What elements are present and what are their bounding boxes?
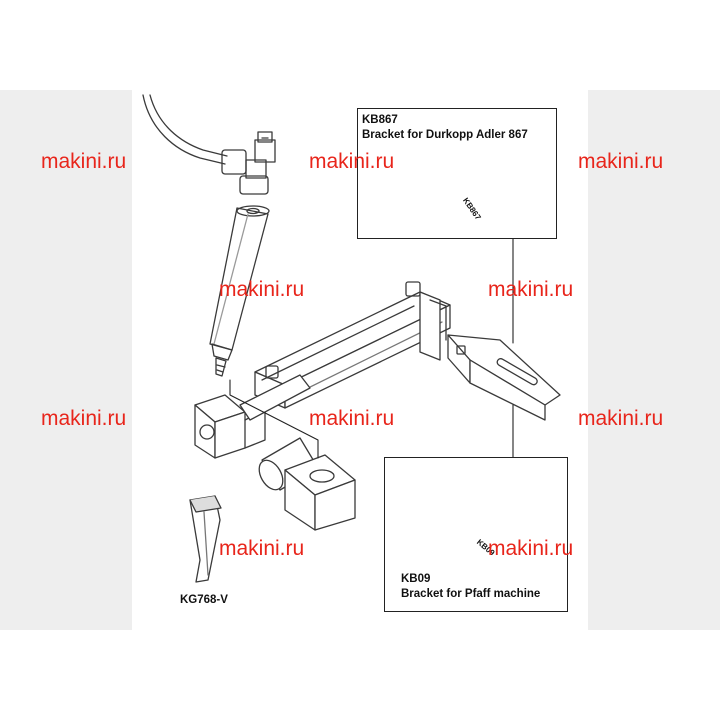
air-cylinder	[209, 205, 270, 377]
watermark: makini.ru	[488, 537, 574, 560]
watermark: makini.ru	[41, 407, 127, 430]
watermark: makini.ru	[578, 407, 664, 430]
watermark: makini.ru	[309, 150, 395, 173]
kb09-code: KB09	[401, 573, 431, 585]
watermark: makini.ru	[578, 150, 664, 173]
kb867-callout-box	[357, 108, 557, 239]
watermark: makini.ru	[219, 537, 305, 560]
watermark: makini.ru	[309, 407, 395, 430]
kb09-description: Bracket for Pfaff machine	[401, 588, 541, 600]
leader-lines	[229, 235, 514, 459]
kb867-code: KB867	[362, 114, 398, 126]
kb09-callout-box	[384, 457, 568, 612]
vertical-arm	[419, 291, 447, 361]
air-hose	[142, 94, 228, 165]
watermark: makini.ru	[41, 150, 127, 173]
watermark: makini.ru	[488, 278, 574, 301]
blade	[189, 495, 222, 583]
kb867-description: Bracket for Durkopp Adler 867	[362, 129, 528, 141]
elbow-fitting	[221, 131, 276, 195]
lower-block	[258, 437, 356, 531]
kg768-label: KG768-V	[180, 594, 228, 606]
main-bar	[254, 281, 451, 409]
slotted-bar	[447, 334, 561, 421]
watermark: makini.ru	[219, 278, 305, 301]
